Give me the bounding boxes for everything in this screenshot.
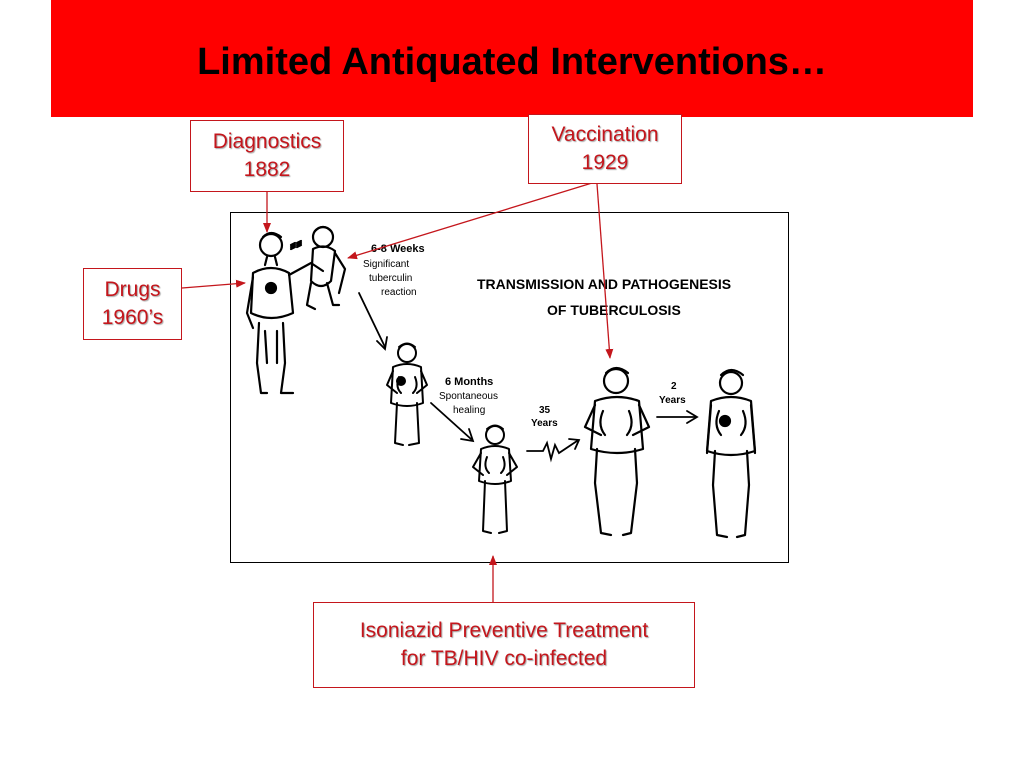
drugs-year: 1960’s [101,306,164,329]
stage1-text-3: reaction [381,287,417,298]
drugs-label: Drugs [104,278,161,301]
stage1-text-1: Significant [363,259,409,270]
adult-figure-icon [583,366,651,537]
child-figure-icon [386,342,428,446]
stage1-duration: 6-8 Weeks [371,243,425,255]
page-title: Limited Antiquated Interventions… [197,41,827,83]
tb-pathogenesis-figure: TRANSMISSION AND PATHOGENESIS OF TUBERCU… [230,212,789,563]
ipt-label-line1: Isoniazid Preventive Treatment [359,619,649,642]
ipt-label-line2: for TB/HIV co-infected [400,647,608,670]
ipt-callout: Isoniazid Preventive Treatment for TB/HI… [313,602,695,688]
stage-arrows [358,292,699,463]
vaccination-callout: Vaccination 1929 [528,114,682,184]
sick-adult-figure-icon [705,368,757,539]
stage4-years-label: Years [659,395,686,406]
stage4-years-number: 2 [671,381,677,392]
stage2-text-1: Spontaneous [439,391,498,402]
diagnostics-label: Diagnostics [212,130,322,153]
stage1-text-2: tuberculin [369,273,412,284]
diagnostics-callout: Diagnostics 1882 [190,120,344,192]
stage3-years-number: 35 [539,405,551,416]
stage2-duration: 6 Months [445,376,493,388]
vaccination-label: Vaccination [551,123,659,146]
stage2-text-2: healing [453,405,485,416]
adult-holding-child-icon [245,225,347,395]
title-banner: Limited Antiquated Interventions… [51,0,973,117]
drugs-callout: Drugs 1960’s [83,268,182,340]
figure-illustration: TRANSMISSION AND PATHOGENESIS OF TUBERCU… [245,225,757,539]
figure-title-line2: OF TUBERCULOSIS [547,302,681,318]
figure-title-line1: TRANSMISSION AND PATHOGENESIS [477,276,731,292]
stage3-years-label: Years [531,418,558,429]
young-child-figure-icon [472,424,518,534]
diagnostics-year: 1882 [243,158,291,181]
vaccination-year: 1929 [581,151,629,174]
